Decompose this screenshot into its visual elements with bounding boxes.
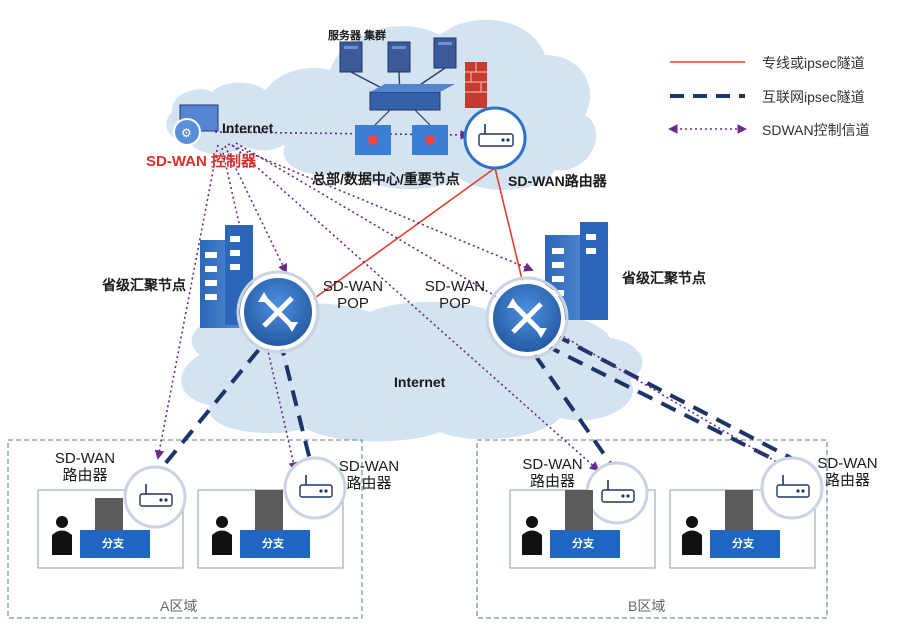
router-b2-label: SD-WAN 路由器 xyxy=(810,455,885,489)
hq-router-label: SD-WAN路由器 xyxy=(508,173,607,189)
controller-label: SD-WAN 控制器 xyxy=(146,153,256,170)
branch-label-a1: 分支 xyxy=(102,538,124,550)
router-a1-label: SD-WAN 路由器 xyxy=(50,450,120,484)
pop-left-node xyxy=(236,270,320,354)
router-b1 xyxy=(585,461,649,525)
internet-tunnels xyxy=(158,328,796,472)
svg-text:⚙: ⚙ xyxy=(181,126,192,140)
hq-router xyxy=(463,106,527,170)
internet-top-label: Internet xyxy=(222,120,274,136)
province-left-label: 省级汇聚节点 xyxy=(102,277,186,293)
pop-right-text: SD-WAN POP xyxy=(424,278,486,312)
pop-left-label: SD-WAN POP xyxy=(318,278,388,312)
router-a2-text: SD-WAN 路由器 xyxy=(338,458,400,492)
province-right-label: 省级汇聚节点 xyxy=(622,270,706,286)
legend-solid-label: 专线或ipsec隧道 xyxy=(762,55,865,71)
server-farm-label: 服务器 集群 xyxy=(328,30,387,42)
branch-label-b2: 分支 xyxy=(732,538,754,550)
branch-box-a1 xyxy=(37,489,184,569)
legend-lines xyxy=(668,61,747,134)
router-a1 xyxy=(123,465,187,529)
router-b1-text: SD-WAN 路由器 xyxy=(522,456,583,490)
router-a1-text: SD-WAN 路由器 xyxy=(54,450,116,484)
branch-office-b2 xyxy=(682,490,780,558)
branch-office-a1 xyxy=(52,498,150,558)
controller-icon: ⚙ xyxy=(173,104,219,146)
router-b1-label: SD-WAN 路由器 xyxy=(515,456,590,490)
router-a2-label: SD-WAN 路由器 xyxy=(334,458,404,492)
internet-mid-label: Internet xyxy=(394,374,446,390)
pop-right-node xyxy=(485,276,569,360)
legend-dotted-label: SDWAN控制信道 xyxy=(762,122,870,138)
server-farm xyxy=(339,37,487,155)
pop-right-label: SD-WAN POP xyxy=(420,278,490,312)
router-a2 xyxy=(283,456,347,520)
hq-label: 总部/数据中心/重要节点 xyxy=(312,171,460,187)
branch-label-a2: 分支 xyxy=(262,538,284,550)
router-b2 xyxy=(760,456,824,520)
pop-left-text: SD-WAN POP xyxy=(322,278,384,312)
legend-dashed-label: 互联网ipsec隧道 xyxy=(762,89,865,105)
branch-office-a2 xyxy=(212,490,310,558)
branch-label-b1: 分支 xyxy=(572,538,594,550)
branch-office-b1 xyxy=(522,490,620,558)
region-b-label: B区域 xyxy=(628,598,666,614)
router-b2-text: SD-WAN 路由器 xyxy=(817,455,878,489)
region-a-label: A区域 xyxy=(160,598,198,614)
